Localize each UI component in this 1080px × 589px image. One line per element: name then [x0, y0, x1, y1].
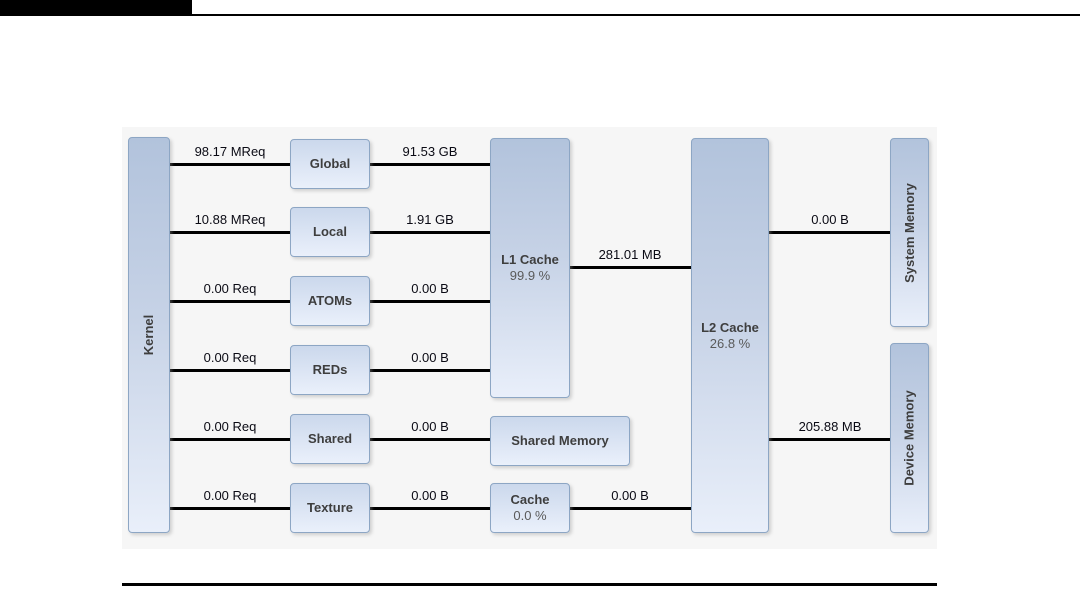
link-kernel-global	[170, 162, 290, 166]
node-system-memory-label: System Memory	[901, 182, 917, 283]
link-atoms-l1	[370, 299, 490, 303]
memory-hierarchy-diagram: 98.17 MReq 10.88 MReq 0.00 Req 0.00 Req …	[122, 127, 937, 549]
link-texture-texcache	[370, 506, 490, 510]
node-device-memory-label: Device Memory	[901, 390, 917, 486]
node-local[interactable]: Local	[290, 207, 370, 257]
link-value: 0.00 B	[411, 488, 449, 503]
node-global[interactable]: Global	[290, 139, 370, 189]
node-shared[interactable]: Shared	[290, 414, 370, 464]
node-atoms-label: ATOMs	[307, 293, 353, 308]
link-kernel-atoms	[170, 299, 290, 303]
node-shared-memory[interactable]: Shared Memory	[490, 416, 630, 466]
node-shared-label: Shared	[307, 431, 353, 446]
link-value: 0.00 B	[411, 419, 449, 434]
node-texture-label: Texture	[307, 500, 353, 515]
link-kernel-shared	[170, 437, 290, 441]
link-value: 0.00 Req	[203, 488, 257, 503]
node-atoms[interactable]: ATOMs	[290, 276, 370, 326]
node-system-memory[interactable]: System Memory	[890, 138, 929, 327]
node-l2-cache-hit-rate: 26.8 %	[709, 335, 751, 351]
node-global-label: Global	[309, 156, 351, 171]
node-device-memory[interactable]: Device Memory	[890, 343, 929, 533]
link-value: 0.00 B	[411, 350, 449, 365]
link-value: 0.00 B	[811, 212, 849, 227]
node-local-label: Local	[313, 224, 347, 239]
top-tab-bar	[0, 0, 192, 16]
node-reds-label: REDs	[312, 362, 348, 377]
node-kernel-label: Kernel	[141, 314, 156, 356]
link-reds-l1	[370, 368, 490, 372]
link-value: 281.01 MB	[598, 247, 662, 262]
link-texcache-l2	[570, 506, 691, 510]
node-l1-cache-label: L1 Cache	[501, 252, 559, 267]
node-texture-cache[interactable]: Cache 0.0 %	[490, 483, 570, 533]
link-value: 0.00 Req	[203, 350, 257, 365]
link-value: 0.00 B	[411, 281, 449, 296]
bottom-divider	[122, 583, 937, 586]
link-l2-sysmem	[769, 230, 890, 234]
link-value: 0.00 Req	[203, 419, 257, 434]
link-kernel-local	[170, 230, 290, 234]
link-value: 98.17 MReq	[194, 144, 266, 159]
link-value: 10.88 MReq	[194, 212, 266, 227]
link-value: 1.91 GB	[406, 212, 454, 227]
node-l2-cache-label: L2 Cache	[701, 319, 759, 335]
node-l1-cache[interactable]: L1 Cache 99.9 %	[490, 138, 570, 398]
link-value: 205.88 MB	[798, 419, 862, 434]
top-divider	[0, 14, 1080, 16]
link-l2-devmem	[769, 437, 890, 441]
node-l1-cache-hit-rate: 99.9 %	[509, 268, 551, 283]
node-shared-memory-label: Shared Memory	[511, 433, 609, 448]
link-kernel-reds	[170, 368, 290, 372]
node-texture[interactable]: Texture	[290, 483, 370, 533]
node-kernel[interactable]: Kernel	[128, 137, 170, 533]
link-kernel-texture	[170, 506, 290, 510]
link-local-l1	[370, 230, 490, 234]
node-texture-cache-label: Cache	[510, 492, 550, 507]
node-l2-cache[interactable]: L2 Cache 26.8 %	[691, 138, 769, 533]
link-global-l1	[370, 162, 490, 166]
link-value: 0.00 Req	[203, 281, 257, 296]
node-texture-cache-hit-rate: 0.0 %	[513, 508, 547, 523]
link-value: 0.00 B	[611, 488, 649, 503]
link-l1-l2	[570, 265, 691, 269]
link-shared-sharedmem	[370, 437, 490, 441]
node-reds[interactable]: REDs	[290, 345, 370, 395]
link-value: 91.53 GB	[402, 144, 458, 159]
